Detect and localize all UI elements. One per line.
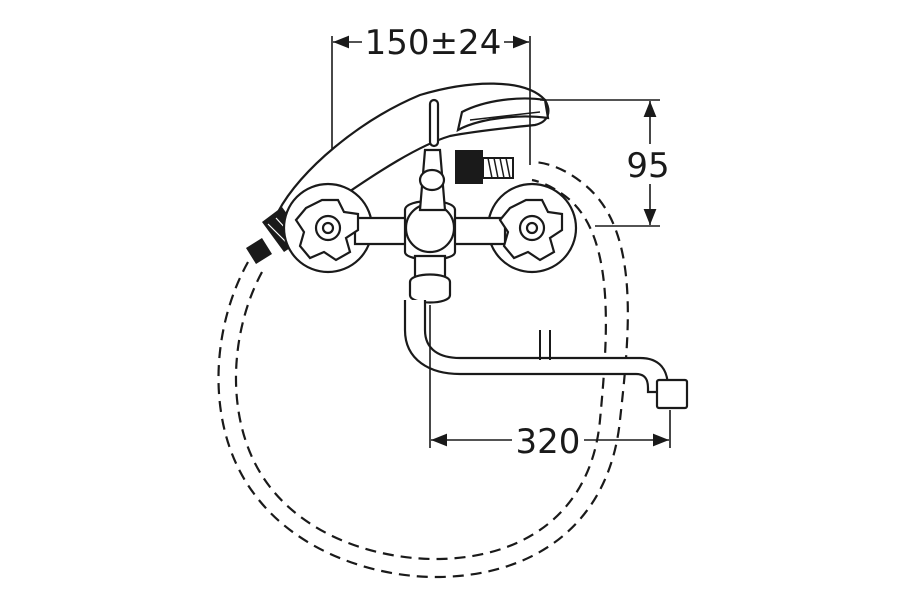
handle-right (498, 198, 564, 262)
dimension-height-label: 95 (626, 146, 669, 186)
shower-hose (217, 160, 629, 579)
shower-outlet (455, 150, 514, 184)
dimension-spout-label: 320 (516, 422, 581, 462)
spout (403, 254, 689, 410)
dimension-width-label: 150±24 (365, 23, 502, 63)
handle-left (294, 198, 360, 262)
mixer-body (353, 148, 507, 261)
